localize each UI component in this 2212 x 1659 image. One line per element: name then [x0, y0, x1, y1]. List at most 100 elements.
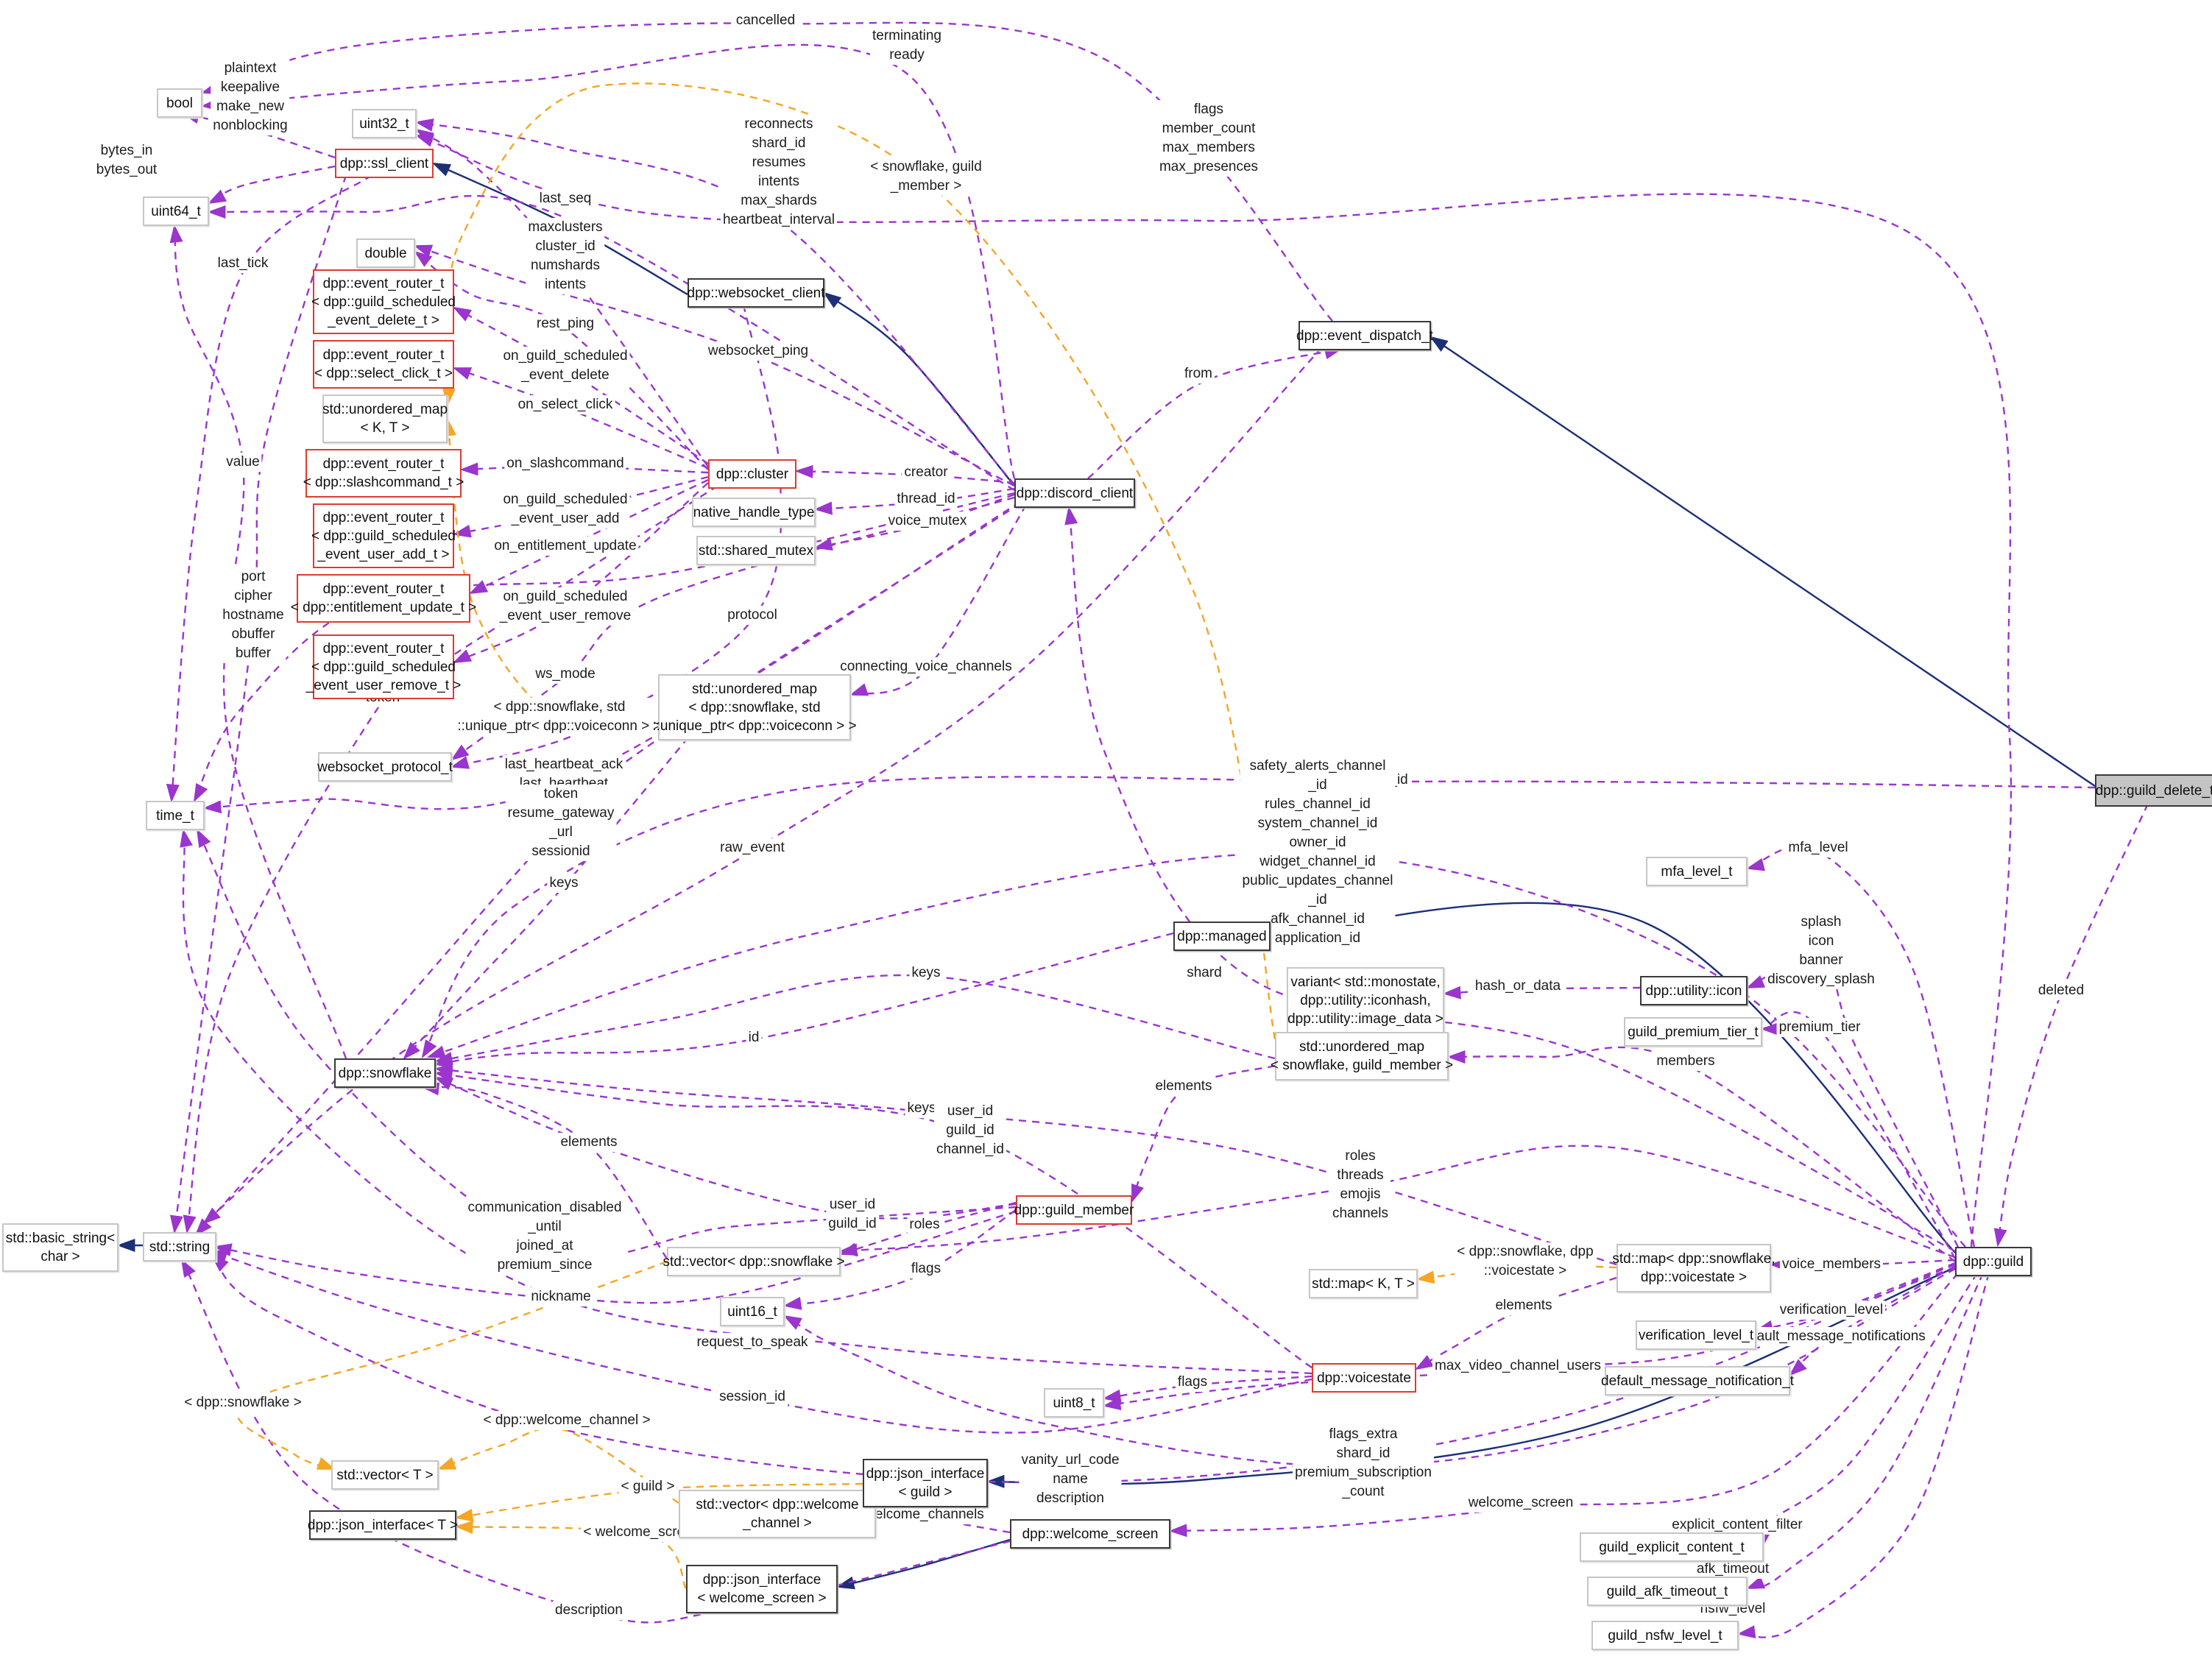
node-map-vs[interactable]: std::map< dpp::snowflake, dpp::voicestat… [1612, 1244, 1775, 1292]
usage-edge [1760, 1011, 1957, 1259]
usage-edge [414, 250, 709, 470]
node-vlt[interactable]: verification_level_t [1636, 1320, 1756, 1350]
usage-edge [200, 43, 1016, 479]
node-guild[interactable]: dpp::guild [1955, 1247, 2032, 1276]
edge-label: welcome_screen [1466, 1493, 1576, 1513]
node-umap-m[interactable]: std::unordered_map < snowflake, guild_me… [1271, 1032, 1453, 1080]
usage-edge [434, 1076, 1017, 1220]
node-wsb[interactable]: dpp::welcome_screen [1010, 1519, 1170, 1549]
node-gat[interactable]: guild_afk_timeout_t [1587, 1577, 1748, 1606]
usage-edge [838, 1145, 1956, 1259]
usage-edge [782, 1209, 1017, 1310]
edge-label: value [224, 453, 262, 472]
node-vs[interactable]: dpp::voicestate [1312, 1363, 1416, 1393]
node-dc[interactable]: dpp::discord_client [1014, 478, 1135, 508]
node-er-select[interactable]: dpp::event_router_t < dpp::select_click_… [313, 340, 454, 389]
edge-label: raw_event [718, 838, 787, 857]
usage-edge [1131, 1064, 1276, 1203]
edge-label: voice_mutex [886, 512, 969, 531]
node-dmn[interactable]: default_message_notification_t [1601, 1366, 1794, 1396]
edge-label: reconnects shard_id resumes intents max_… [720, 115, 838, 230]
node-er-entitle[interactable]: dpp::event_router_t < dpp::entitlement_u… [291, 574, 476, 623]
inheritance-edge [823, 291, 1015, 487]
node-bool[interactable]: bool [157, 88, 202, 118]
usage-edge [180, 1258, 1011, 1624]
node-nht[interactable]: native_handle_type [692, 498, 816, 527]
edge-label: < guild > [618, 1477, 677, 1496]
node-mfa[interactable]: mfa_level_t [1646, 857, 1748, 886]
node-u16[interactable]: uint16_t [720, 1297, 785, 1326]
usage-edge [415, 128, 709, 467]
node-managed[interactable]: dpp::managed [1173, 922, 1271, 951]
usage-edge [1446, 1046, 1956, 1262]
edge-label: < dpp::snowflake, std ::unique_ptr< dpp:… [455, 698, 664, 736]
usage-edge [166, 174, 372, 803]
node-uint64[interactable]: uint64_t [143, 197, 209, 226]
node-er-gsed[interactable]: dpp::event_router_t < dpp::guild_schedul… [311, 269, 456, 334]
node-jif-ws[interactable]: dpp::json_interface < welcome_screen > [686, 1565, 838, 1613]
node-gpt[interactable]: guild_premium_tier_t [1624, 1017, 1762, 1047]
usage-edge [194, 502, 1021, 1237]
edge-label: roles threads emojis channels [1329, 1147, 1391, 1223]
edge-label: on_guild_scheduled _event_delete [501, 347, 630, 385]
node-ws-proto[interactable]: websocket_protocol_t [317, 752, 453, 782]
edge-label: protocol [725, 606, 780, 625]
node-icon[interactable]: dpp::utility::icon [1640, 976, 1748, 1005]
usage-edge [1745, 954, 1960, 1248]
node-uint32[interactable]: uint32_t [352, 109, 417, 138]
node-umapKT[interactable]: std::unordered_map < K, T > [322, 395, 448, 443]
edge-label: bytes_in bytes_out [93, 141, 160, 180]
edge-label: default_message_notifications [1735, 1327, 1928, 1346]
edge-label: members [1654, 1052, 1717, 1071]
node-er-userrem[interactable]: dpp::event_router_t < dpp::guild_schedul… [306, 634, 461, 699]
node-bstr[interactable]: std::basic_string< char > [2, 1223, 119, 1272]
edge-label: rest_ping [534, 314, 597, 333]
edge-label: on_select_click [515, 395, 615, 414]
node-time[interactable]: time_t [146, 801, 205, 830]
node-gm[interactable]: dpp::guild_member [1014, 1195, 1134, 1225]
edge-label: on_slashcommand [504, 454, 626, 473]
edge-label: creator [902, 463, 950, 482]
node-jifT[interactable]: dpp::json_interface< T > [308, 1510, 458, 1540]
usage-edge [169, 224, 347, 1059]
edge-label: keys [905, 1099, 939, 1118]
node-shmx[interactable]: std::shared_mutex [696, 536, 816, 565]
usage-edge [413, 244, 1015, 487]
node-variant[interactable]: variant< std::monostate, dpp::utility::i… [1287, 967, 1444, 1033]
node-wsc[interactable]: dpp::websocket_client [688, 278, 824, 308]
node-jif-g[interactable]: dpp::json_interface < guild > [863, 1459, 988, 1507]
usage-edge [213, 1210, 1017, 1304]
node-er-slash[interactable]: dpp::event_router_t < dpp::slashcommand_… [303, 449, 464, 498]
edge-label: voice_members [1779, 1255, 1884, 1274]
node-ssl[interactable]: dpp::ssl_client [335, 149, 434, 178]
edge-label: thread_id [894, 489, 958, 509]
node-er-useradd[interactable]: dpp::event_router_t < dpp::guild_schedul… [311, 503, 456, 568]
usage-edge [208, 1250, 1312, 1434]
edge-label: connecting_voice_channels [838, 657, 1014, 676]
node-vec-wc[interactable]: std::vector< dpp::welcome _channel > [679, 1490, 876, 1538]
node-double[interactable]: double [356, 238, 415, 268]
usage-edge [403, 737, 689, 1060]
node-u8[interactable]: uint8_t [1044, 1388, 1104, 1418]
edge-label: request_to_speak [694, 1333, 810, 1352]
edge-label: premium_tier [1776, 1018, 1863, 1037]
node-gnl[interactable]: guild_nsfw_level_t [1591, 1621, 1739, 1650]
node-mapKT[interactable]: std::map< K, T > [1309, 1269, 1418, 1298]
edge-label: flags member_count max_members max_prese… [1156, 100, 1261, 177]
edge-label: elements [1153, 1077, 1215, 1096]
node-str[interactable]: std::string [143, 1232, 216, 1262]
node-vecT[interactable]: std::vector< T > [331, 1460, 439, 1490]
usage-edge [1758, 1273, 1978, 1546]
node-gec[interactable]: guild_explicit_content_t [1580, 1532, 1764, 1562]
node-cluster[interactable]: dpp::cluster [708, 459, 796, 489]
usage-edge [414, 134, 2013, 1248]
edge-label: nickname [529, 1287, 593, 1306]
edge-label: from [1182, 364, 1215, 383]
edge-label: roles [907, 1215, 942, 1234]
node-umap-vc[interactable]: std::unordered_map < dpp::snowflake, std… [652, 674, 857, 740]
node-snow[interactable]: dpp::snowflake [334, 1058, 436, 1088]
node-vec-snow[interactable]: std::vector< dpp::snowflake > [662, 1247, 845, 1276]
node-ed[interactable]: dpp::event_dispatch_t [1296, 321, 1433, 350]
usage-edge [849, 504, 1028, 696]
